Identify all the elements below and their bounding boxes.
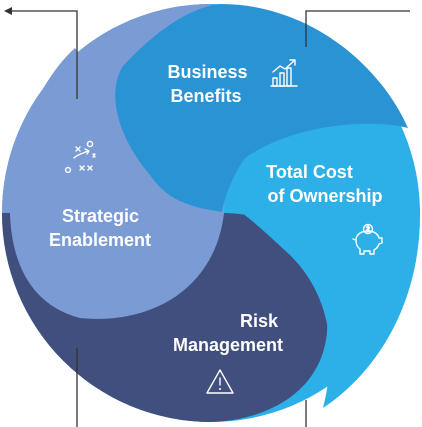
- risk-management-label: Risk Management: [173, 311, 283, 355]
- leader-line-top-left: [10, 10, 78, 99]
- arrowhead-left-icon: [4, 7, 12, 15]
- strategic-enablement-label: Strategic Enablement: [49, 206, 151, 250]
- strategy-play-icon: [64, 140, 96, 174]
- segment-right-blade: [222, 121, 420, 408]
- total-cost-of-ownership-label: Total Cost of Ownership: [266, 162, 382, 206]
- piggy-bank-icon: [352, 223, 383, 255]
- leader-lines: [4, 7, 410, 427]
- leader-line-top-right: [305, 10, 410, 47]
- warning-icon: [206, 369, 234, 394]
- segment-left-blade: [10, 48, 225, 319]
- business-benefits-label: Business Benefits: [167, 62, 252, 106]
- segment-top-blade: [115, 4, 409, 212]
- growth-chart-icon: [270, 59, 298, 87]
